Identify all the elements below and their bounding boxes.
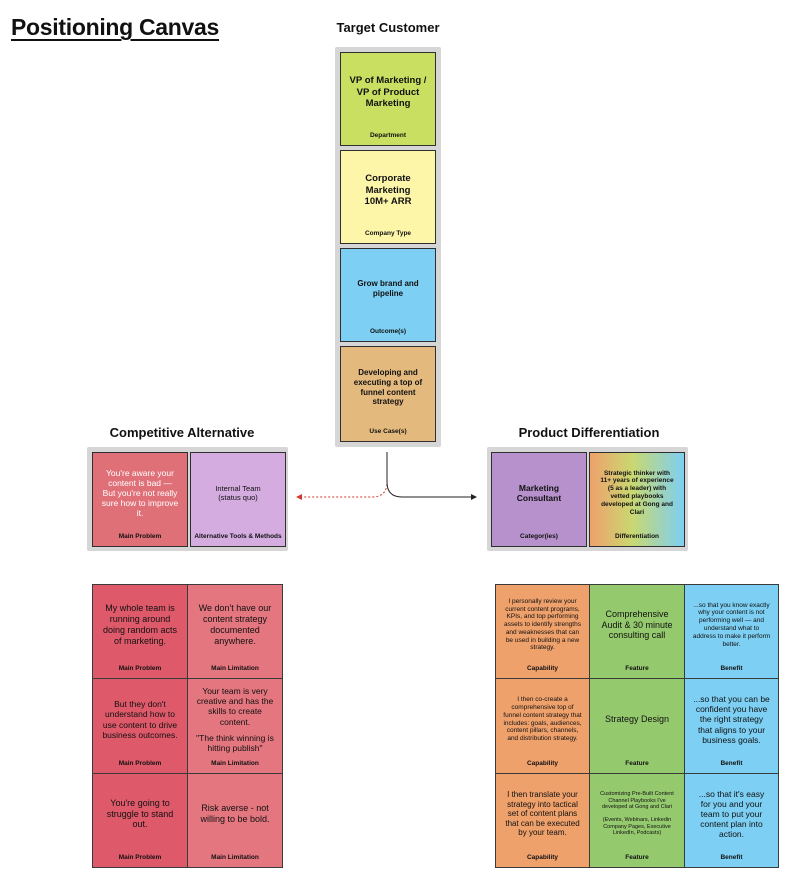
company-type-label: Company Type	[364, 230, 412, 237]
differentiation-label: Differentiation	[614, 533, 660, 540]
problem-cell-3-text: You're going to struggle to stand out.	[106, 797, 174, 830]
department-card[interactable]: VP of Marketing / VP of Product Marketin…	[340, 52, 436, 146]
benefit-cell-1[interactable]: ...so that you know exactly why your con…	[684, 584, 779, 679]
alternative-tools-label: Alternative Tools & Methods	[194, 533, 282, 540]
feature-cell-2[interactable]: Strategy Design Feature	[589, 678, 685, 774]
differentiation-card[interactable]: Strategic thinker with 11+ years of expe…	[589, 452, 685, 547]
limitation-cell-2-label: Main Limitation	[211, 760, 259, 767]
capability-cell-1[interactable]: I personally review your current content…	[495, 584, 590, 679]
limitation-cell-3-text: Risk averse - not willing to be bold.	[200, 803, 270, 824]
benefit-cell-3-label: Benefit	[720, 854, 743, 861]
capability-cell-1-text: I personally review your current content…	[504, 597, 581, 652]
limitation-cell-2-quote: "The think winning is hitting publish"	[196, 732, 274, 753]
problem-cell-2-text: But they don't understand how to use con…	[102, 699, 178, 740]
capability-cell-2[interactable]: I then co-create a comprehensive top of …	[495, 678, 590, 774]
product-differentiation-title: Product Differentiation	[518, 425, 660, 440]
capability-cell-3[interactable]: I then translate your strategy into tact…	[495, 773, 590, 868]
benefit-cell-3[interactable]: ...so that it's easy for you and your te…	[684, 773, 779, 868]
limitation-cell-2-text: Your team is very creative and has the s…	[196, 685, 274, 727]
benefit-cell-1-label: Benefit	[720, 665, 743, 672]
target-customer-title: Target Customer	[336, 20, 440, 35]
alternative-problem-card[interactable]: You're aware your content is bad — But y…	[92, 452, 188, 547]
page-title: Positioning Canvas	[11, 14, 220, 40]
category-text: Marketing Consultant	[516, 482, 562, 503]
use-case-label: Use Case(s)	[369, 428, 407, 435]
arrow-to-product-differentiation	[386, 452, 477, 500]
feature-cell-1[interactable]: Comprehensive Audit & 30 minute consulti…	[589, 584, 685, 679]
capability-cell-1-label: Capability	[526, 665, 559, 672]
benefit-cell-2-text: ...so that you can be confident you have…	[693, 694, 770, 745]
use-case-text: Developing and executing a top of funnel…	[353, 368, 423, 407]
alternative-problem-label: Main Problem	[118, 533, 162, 540]
problem-cell-1[interactable]: My whole team is running around doing ra…	[92, 584, 188, 679]
outcome-text: Grow brand and pipeline	[357, 278, 419, 298]
problem-cell-2[interactable]: But they don't understand how to use con…	[92, 678, 188, 774]
feature-cell-3-label: Feature	[625, 854, 649, 861]
company-type-text: Corporate Marketing 10M+ ARR	[364, 173, 412, 208]
feature-cell-1-text: Comprehensive Audit & 30 minute consulti…	[601, 608, 673, 641]
capability-cell-2-label: Capability	[526, 760, 559, 767]
feature-cell-3-text: Customizing Pre-Built Content Channel Pl…	[600, 791, 674, 811]
benefit-cell-3-text: ...so that it's easy for you and your te…	[698, 788, 765, 840]
capability-cell-3-label: Capability	[526, 854, 559, 861]
problem-cell-2-label: Main Problem	[118, 760, 162, 767]
category-label: Categor(ies)	[520, 533, 558, 540]
capability-cell-3-text: I then translate your strategy into tact…	[505, 790, 580, 838]
department-text: VP of Marketing / VP of Product Marketin…	[349, 75, 427, 110]
category-card[interactable]: Marketing Consultant Categor(ies)	[491, 452, 587, 547]
outcome-card[interactable]: Grow brand and pipeline Outcome(s)	[340, 248, 436, 342]
differentiation-text: Strategic thinker with 11+ years of expe…	[600, 469, 674, 516]
problem-cell-1-label: Main Problem	[118, 665, 162, 672]
limitation-cell-1-text: We don't have our content strategy docum…	[198, 603, 272, 646]
limitation-cell-3-label: Main Limitation	[211, 854, 259, 861]
limitation-cell-1-label: Main Limitation	[211, 665, 259, 672]
feature-cell-1-label: Feature	[625, 665, 649, 672]
limitation-cell-1[interactable]: We don't have our content strategy docum…	[187, 584, 283, 679]
benefit-cell-1-text: ...so that you know exactly why your con…	[692, 601, 771, 648]
benefit-cell-2-label: Benefit	[720, 760, 743, 767]
company-type-card[interactable]: Corporate Marketing 10M+ ARR Company Typ…	[340, 150, 436, 244]
competitive-alternative-title: Competitive Alternative	[109, 425, 255, 440]
use-case-card[interactable]: Developing and executing a top of funnel…	[340, 346, 436, 442]
problem-cell-3[interactable]: You're going to struggle to stand out. M…	[92, 773, 188, 868]
problem-cell-1-text: My whole team is running around doing ra…	[102, 603, 178, 646]
alternative-problem-text: You're aware your content is bad — But y…	[101, 467, 179, 519]
outcome-label: Outcome(s)	[369, 328, 407, 335]
alternative-tools-card[interactable]: Internal Team (status quo) Alternative T…	[190, 452, 286, 547]
limitation-cell-3[interactable]: Risk averse - not willing to be bold. Ma…	[187, 773, 283, 868]
limitation-cell-2[interactable]: Your team is very creative and has the s…	[187, 678, 283, 774]
alternative-tools-text: Internal Team (status quo)	[215, 484, 261, 502]
feature-cell-3-extra: (Events, Webinars, Linkedin Company Page…	[602, 817, 672, 837]
feature-cell-3[interactable]: Customizing Pre-Built Content Channel Pl…	[589, 773, 685, 868]
department-label: Department	[369, 132, 407, 139]
arrow-to-competitive-alternative	[296, 452, 388, 500]
benefit-cell-2[interactable]: ...so that you can be confident you have…	[684, 678, 779, 774]
feature-cell-2-text: Strategy Design	[604, 714, 670, 725]
problem-cell-3-label: Main Problem	[118, 854, 162, 861]
feature-cell-2-label: Feature	[625, 760, 649, 767]
capability-cell-2-text: I then co-create a comprehensive top of …	[503, 696, 582, 743]
